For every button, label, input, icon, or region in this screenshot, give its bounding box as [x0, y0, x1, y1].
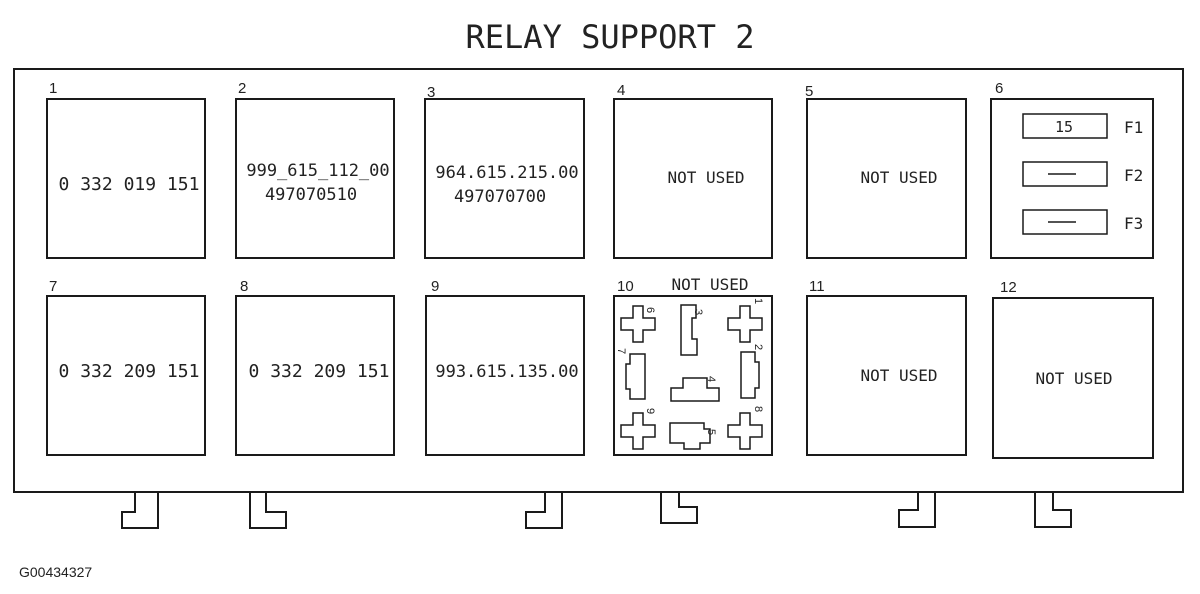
- terminal-label-8: 8: [752, 406, 764, 412]
- relay-slot-12: 12 NOT USED: [992, 279, 1154, 459]
- socket-terminal-7: [625, 353, 646, 400]
- relay-slot-5: 5 NOT USED: [805, 83, 967, 259]
- relay-socket-slot-10: 10 NOT USED 6 3 1 7 2 4 9 5 8: [613, 275, 773, 456]
- relay-slot-box: [46, 98, 206, 259]
- slot-number: 5: [805, 83, 813, 100]
- slot-number: 1: [49, 80, 57, 97]
- socket-terminal-5: [669, 422, 711, 450]
- slot-status: NOT USED: [860, 366, 937, 385]
- terminal-label-4: 4: [705, 376, 717, 382]
- socket-terminal-3: [680, 304, 698, 356]
- slot-status: NOT USED: [671, 275, 748, 294]
- relay-slot-11: 11 NOT USED: [806, 278, 967, 456]
- slot-number: 9: [431, 278, 439, 295]
- relay-slot-box: [806, 295, 967, 456]
- socket-terminal-1: [727, 305, 763, 343]
- relay-slot-box: [424, 98, 585, 259]
- relay-slot-box: [46, 295, 206, 456]
- slot-number: 6: [995, 80, 1003, 97]
- relay-slot-1: 1 0 332 019 151: [46, 80, 206, 259]
- slot-status: NOT USED: [667, 168, 744, 187]
- part-number: 0 332 209 151: [59, 361, 200, 382]
- relay-slot-box: [235, 295, 395, 456]
- slot-number: 3: [427, 84, 435, 101]
- slot-number: 12: [1000, 279, 1017, 296]
- figure-id: G00434327: [19, 564, 92, 580]
- relay-slot-9: 9 993.615.135.00: [425, 278, 585, 456]
- part-number: 999_615_112_00: [246, 161, 389, 181]
- diagram-title: RELAY SUPPORT 2: [466, 18, 755, 56]
- fuse-f1: [1022, 113, 1108, 139]
- socket-terminal-8: [727, 412, 763, 450]
- fuse-f2-label: F2: [1124, 166, 1143, 185]
- mounting-tab: [898, 492, 936, 528]
- part-number: 0 332 209 151: [249, 361, 390, 382]
- socket-terminal-9: [620, 412, 656, 450]
- relay-slot-box: [425, 295, 585, 456]
- part-number-secondary: 497070700: [454, 187, 546, 207]
- fuse-f1-label: F1: [1124, 118, 1143, 137]
- relay-slot-4: 4 NOT USED: [613, 82, 773, 259]
- relay-slot-8: 8 0 332 209 151: [235, 278, 395, 456]
- relay-slot-box: [806, 98, 967, 259]
- terminal-label-7: 7: [615, 348, 627, 354]
- socket-terminal-6: [620, 305, 656, 343]
- socket-terminal-2: [740, 351, 760, 399]
- fuse-f2: [1022, 161, 1108, 187]
- terminal-label-5: 5: [705, 429, 717, 435]
- part-number: 0 332 019 151: [59, 174, 200, 195]
- slot-number: 10: [617, 278, 634, 295]
- slot-number: 11: [809, 278, 825, 295]
- terminal-label-2: 2: [752, 344, 764, 350]
- relay-slot-box: [235, 98, 395, 259]
- mounting-tab: [121, 492, 159, 529]
- relay-slot-2: 2 999_615_112_00 497070510: [235, 80, 395, 259]
- slot-number: 7: [49, 278, 57, 295]
- mounting-tab: [1034, 492, 1072, 528]
- terminal-label-6: 6: [644, 307, 656, 313]
- relay-slot-7: 7 0 332 209 151: [46, 278, 206, 456]
- part-number: 993.615.135.00: [435, 362, 578, 382]
- slot-number: 2: [238, 80, 246, 97]
- slot-number: 8: [240, 278, 248, 295]
- relay-slot-box: [613, 98, 773, 259]
- relay-slot-box: [992, 297, 1154, 459]
- mounting-tabs: [121, 492, 1072, 529]
- slot-number: 4: [617, 82, 625, 99]
- mounting-tab: [660, 492, 698, 524]
- slot-status: NOT USED: [860, 168, 937, 187]
- socket-terminal-4: [670, 377, 720, 402]
- part-number: 964.615.215.00: [435, 163, 578, 183]
- slot-status: NOT USED: [1035, 369, 1112, 388]
- mounting-tab: [525, 492, 563, 529]
- mounting-tab: [249, 492, 287, 529]
- fuse-slot-6: 6 15 F1 F2 F3: [990, 80, 1154, 259]
- part-number-secondary: 497070510: [265, 185, 357, 205]
- terminal-label-3: 3: [692, 309, 704, 315]
- relay-slot-box: [990, 98, 1154, 259]
- relay-support-frame: [13, 68, 1184, 493]
- fuse-f1-value: 15: [1055, 118, 1073, 136]
- relay-slot-box: [613, 295, 773, 456]
- fuse-f3-label: F3: [1124, 214, 1143, 233]
- terminal-label-1: 1: [752, 298, 764, 304]
- relay-slot-3: 3 964.615.215.00 497070700: [424, 84, 585, 259]
- fuse-f3: [1022, 209, 1108, 235]
- terminal-label-9: 9: [644, 408, 656, 414]
